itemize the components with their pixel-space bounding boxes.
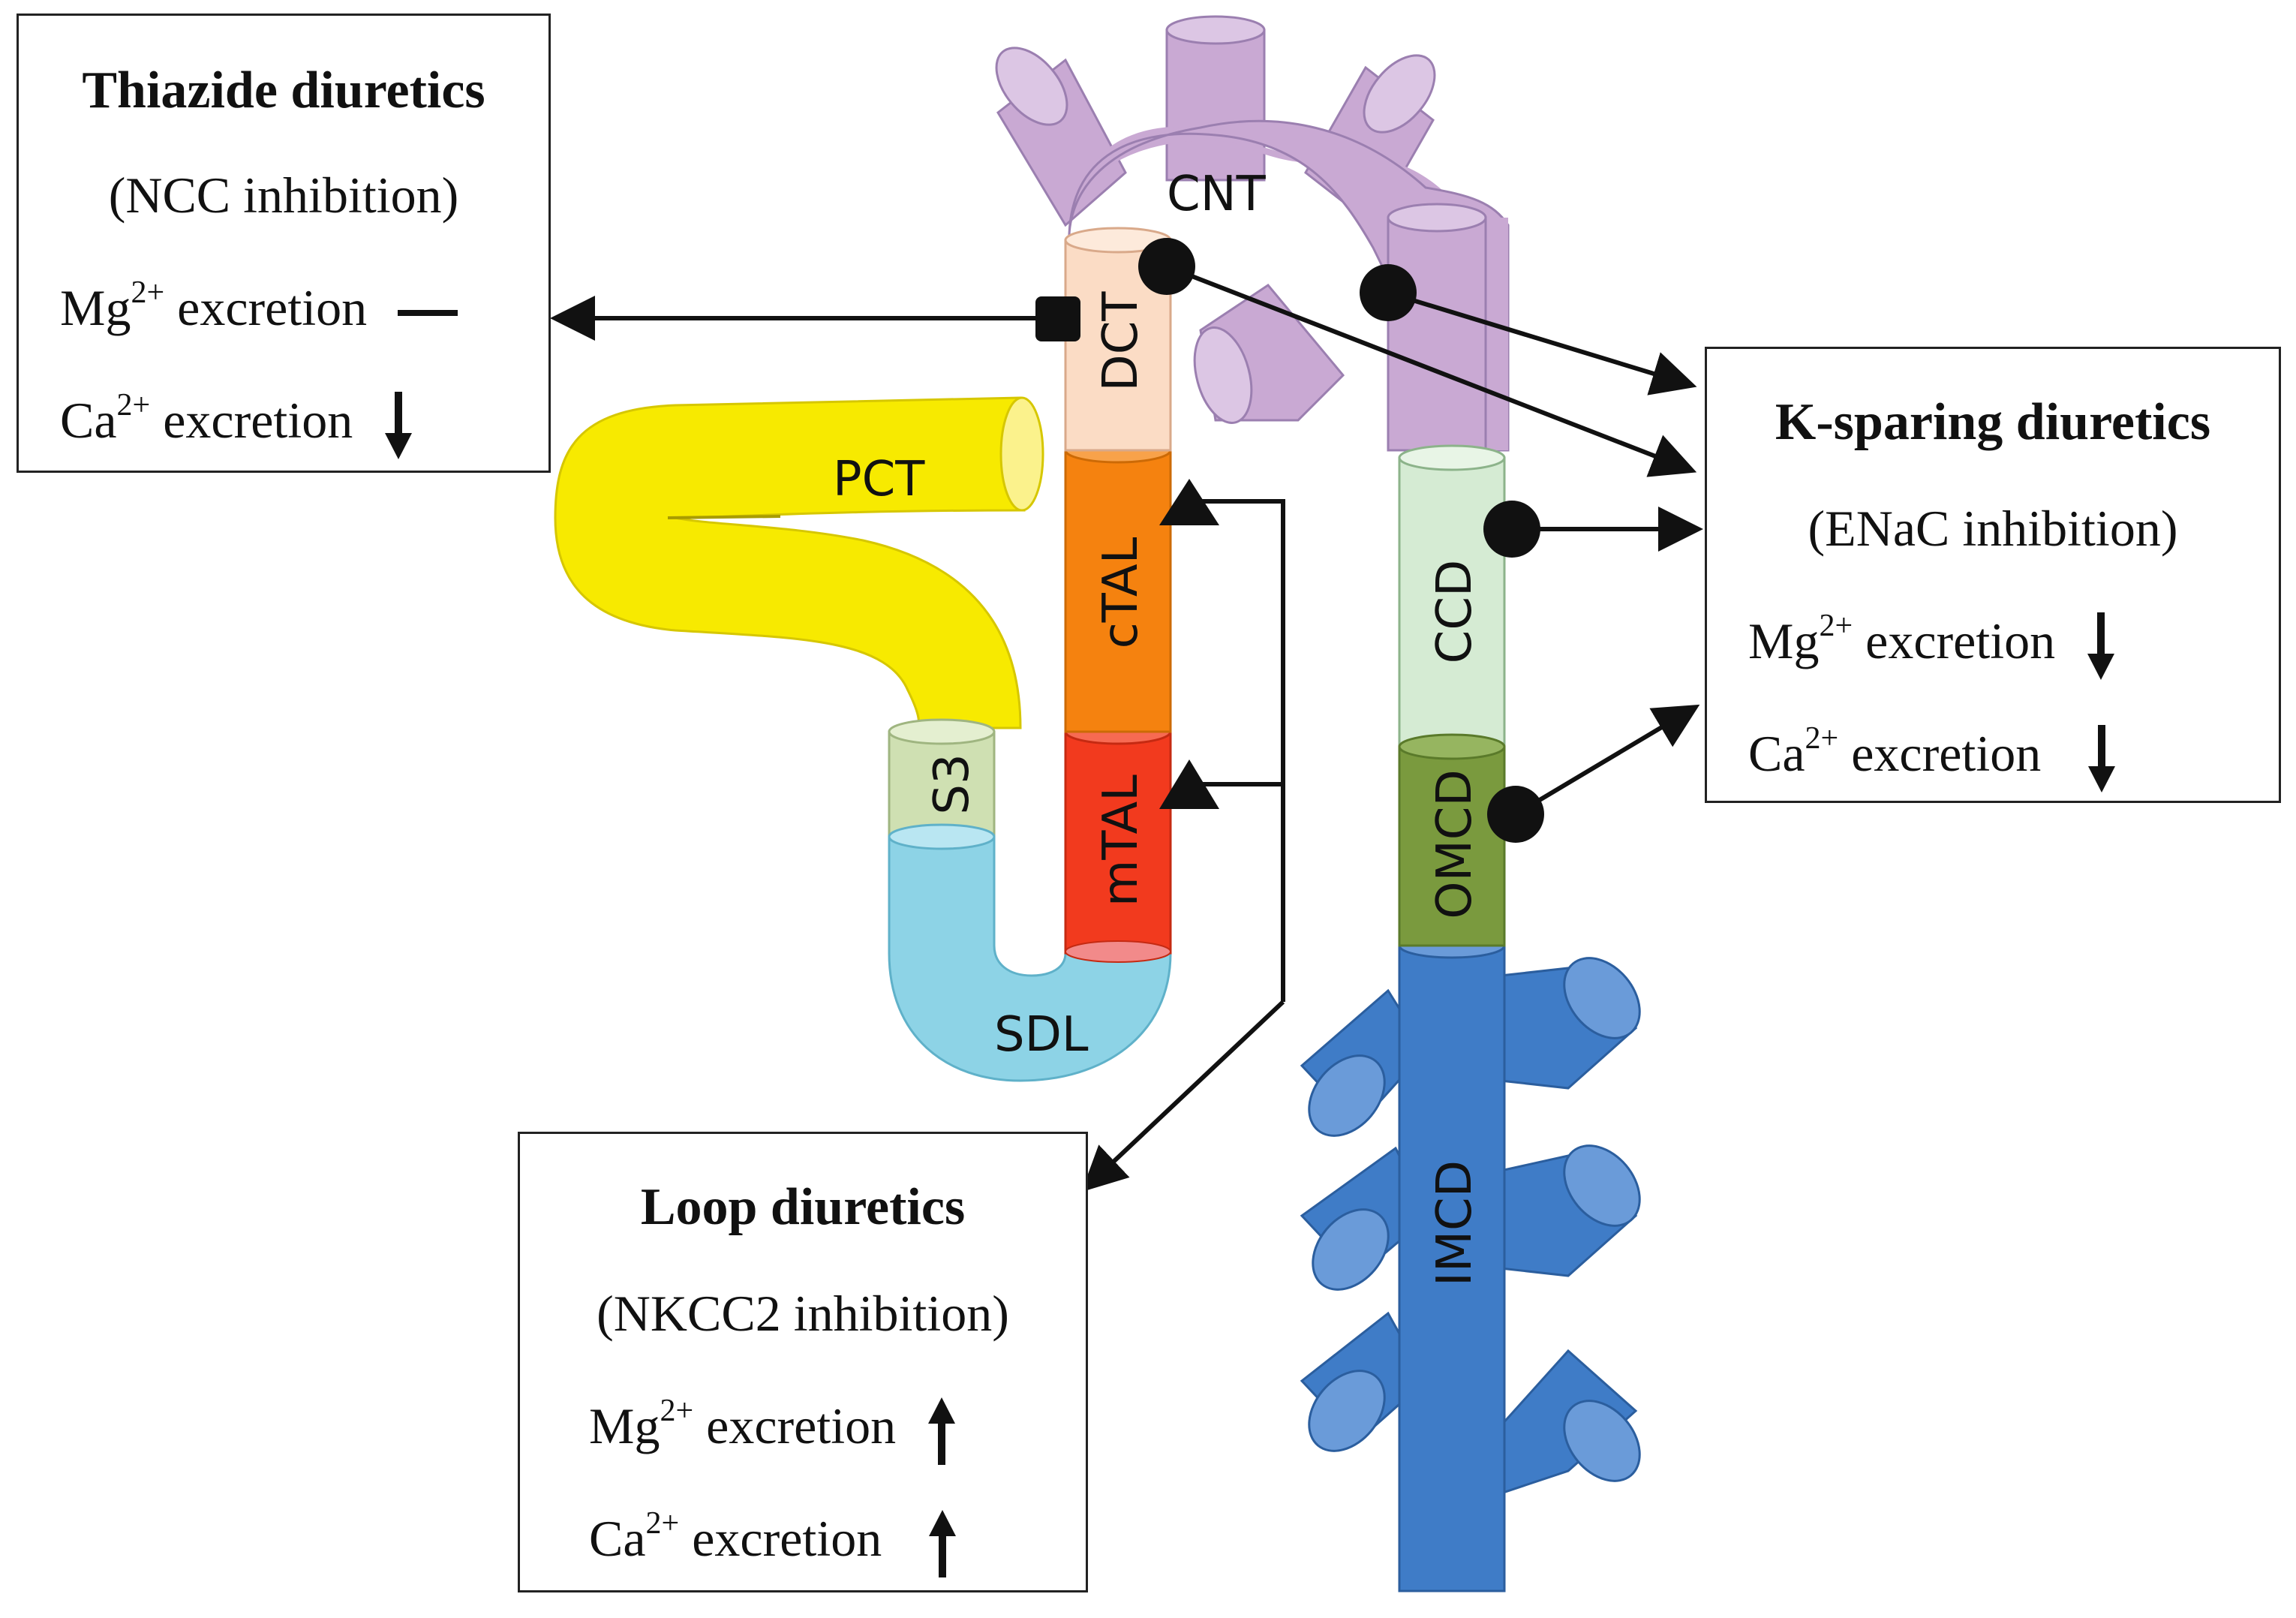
ksparing-dot-omcd (1487, 786, 1544, 843)
ksparing-ca-charge: 2+ (1805, 721, 1839, 756)
label-dct: DCT (1093, 291, 1149, 392)
pct-segment (554, 396, 1044, 729)
down-arrow-icon (2087, 612, 2115, 681)
label-ccd: CCD (1427, 560, 1483, 664)
ksparing-mg-text: excretion (1865, 612, 2056, 669)
omcd-segment (1398, 733, 1506, 947)
ksparing-mechanism: (ENaC inhibition) (1808, 500, 2178, 557)
loop-mechanism: (NKCC2 inhibition) (597, 1285, 1009, 1342)
down-arrow-icon (2088, 725, 2116, 793)
thiazide-ca-row: Ca2+ excretion (60, 388, 413, 460)
loop-ca-charge: 2+ (645, 1506, 680, 1541)
thiazide-mg-ion: Mg (60, 279, 131, 336)
loop-bracket (1193, 499, 1285, 1002)
thiazide-mechanism: (NCC inhibition) (108, 167, 459, 224)
loop-mg-text: excretion (706, 1397, 897, 1454)
label-cnt: CNT (1167, 167, 1267, 222)
arrow-omcd-to-ksparing (1514, 704, 1700, 817)
ksparing-box: K-sparing diuretics (ENaC inhibition) Mg… (1705, 347, 2281, 803)
cnt-segment (995, 15, 1510, 452)
thiazide-ca-text: excretion (163, 392, 353, 449)
thiazide-mg-charge: 2+ (131, 275, 165, 310)
loop-ca-row: Ca2+ excretion (589, 1506, 957, 1578)
arrow-cnt-to-ksparing (1387, 290, 1697, 395)
ksparing-mg-row: Mg2+ excretion (1748, 609, 2116, 681)
ksparing-mg-ion: Mg (1748, 612, 1820, 669)
ccd-segment (1398, 444, 1506, 748)
ksparing-dot-dct (1138, 238, 1195, 295)
loop-triangle-mtal (1159, 759, 1219, 809)
loop-triangle-ctal (1159, 479, 1219, 525)
thiazide-square-marker (1035, 296, 1080, 341)
down-arrow-icon (385, 392, 413, 460)
thiazide-box: Thiazide diuretics (NCC inhibition) Mg2+… (17, 14, 551, 473)
loop-ca-ion: Ca (589, 1510, 646, 1567)
thiazide-ca-ion: Ca (60, 392, 117, 449)
thiazide-mg-row: Mg2+ excretion (60, 275, 458, 338)
arrow-to-loop-box (1081, 1000, 1285, 1192)
up-arrow-icon (928, 1397, 956, 1466)
thiazide-ca-charge: 2+ (116, 388, 151, 423)
loop-title: Loop diuretics (640, 1178, 966, 1236)
loop-box: Loop diuretics (NKCC2 inhibition) Mg2+ e… (518, 1132, 1088, 1592)
ksparing-ca-ion: Ca (1748, 725, 1805, 782)
label-sdl: SDL (994, 1007, 1089, 1063)
label-mtal: mTAL (1093, 774, 1149, 907)
loop-mg-row: Mg2+ excretion (589, 1394, 957, 1466)
label-ctal: cTAL (1093, 537, 1149, 648)
ksparing-title: K-sparing diuretics (1775, 393, 2211, 451)
label-imcd: IMCD (1427, 1160, 1483, 1286)
no-change-dash-icon (398, 310, 458, 317)
s3-segment (888, 718, 996, 838)
arrow-dct-to-ksparing (1165, 264, 1697, 477)
ksparing-dot-cnt (1360, 264, 1417, 321)
thiazide-mg-text: excretion (177, 279, 368, 336)
up-arrow-icon (929, 1510, 957, 1578)
ksparing-mg-charge: 2+ (1819, 609, 1853, 643)
label-pct: PCT (833, 452, 925, 507)
loop-mg-ion: Mg (589, 1397, 660, 1454)
label-s3: S3 (924, 753, 980, 814)
label-omcd: OMCD (1427, 769, 1483, 919)
ksparing-ca-row: Ca2+ excretion (1748, 721, 2117, 793)
ksparing-ca-text: excretion (1851, 725, 2042, 782)
thiazide-title: Thiazide diuretics (82, 62, 485, 119)
ksparing-dot-ccd (1483, 501, 1540, 558)
imcd-segment (1300, 932, 1641, 1592)
sdl-segment (888, 823, 1172, 1082)
loop-mg-charge: 2+ (660, 1394, 694, 1428)
loop-ca-text: excretion (692, 1510, 882, 1567)
